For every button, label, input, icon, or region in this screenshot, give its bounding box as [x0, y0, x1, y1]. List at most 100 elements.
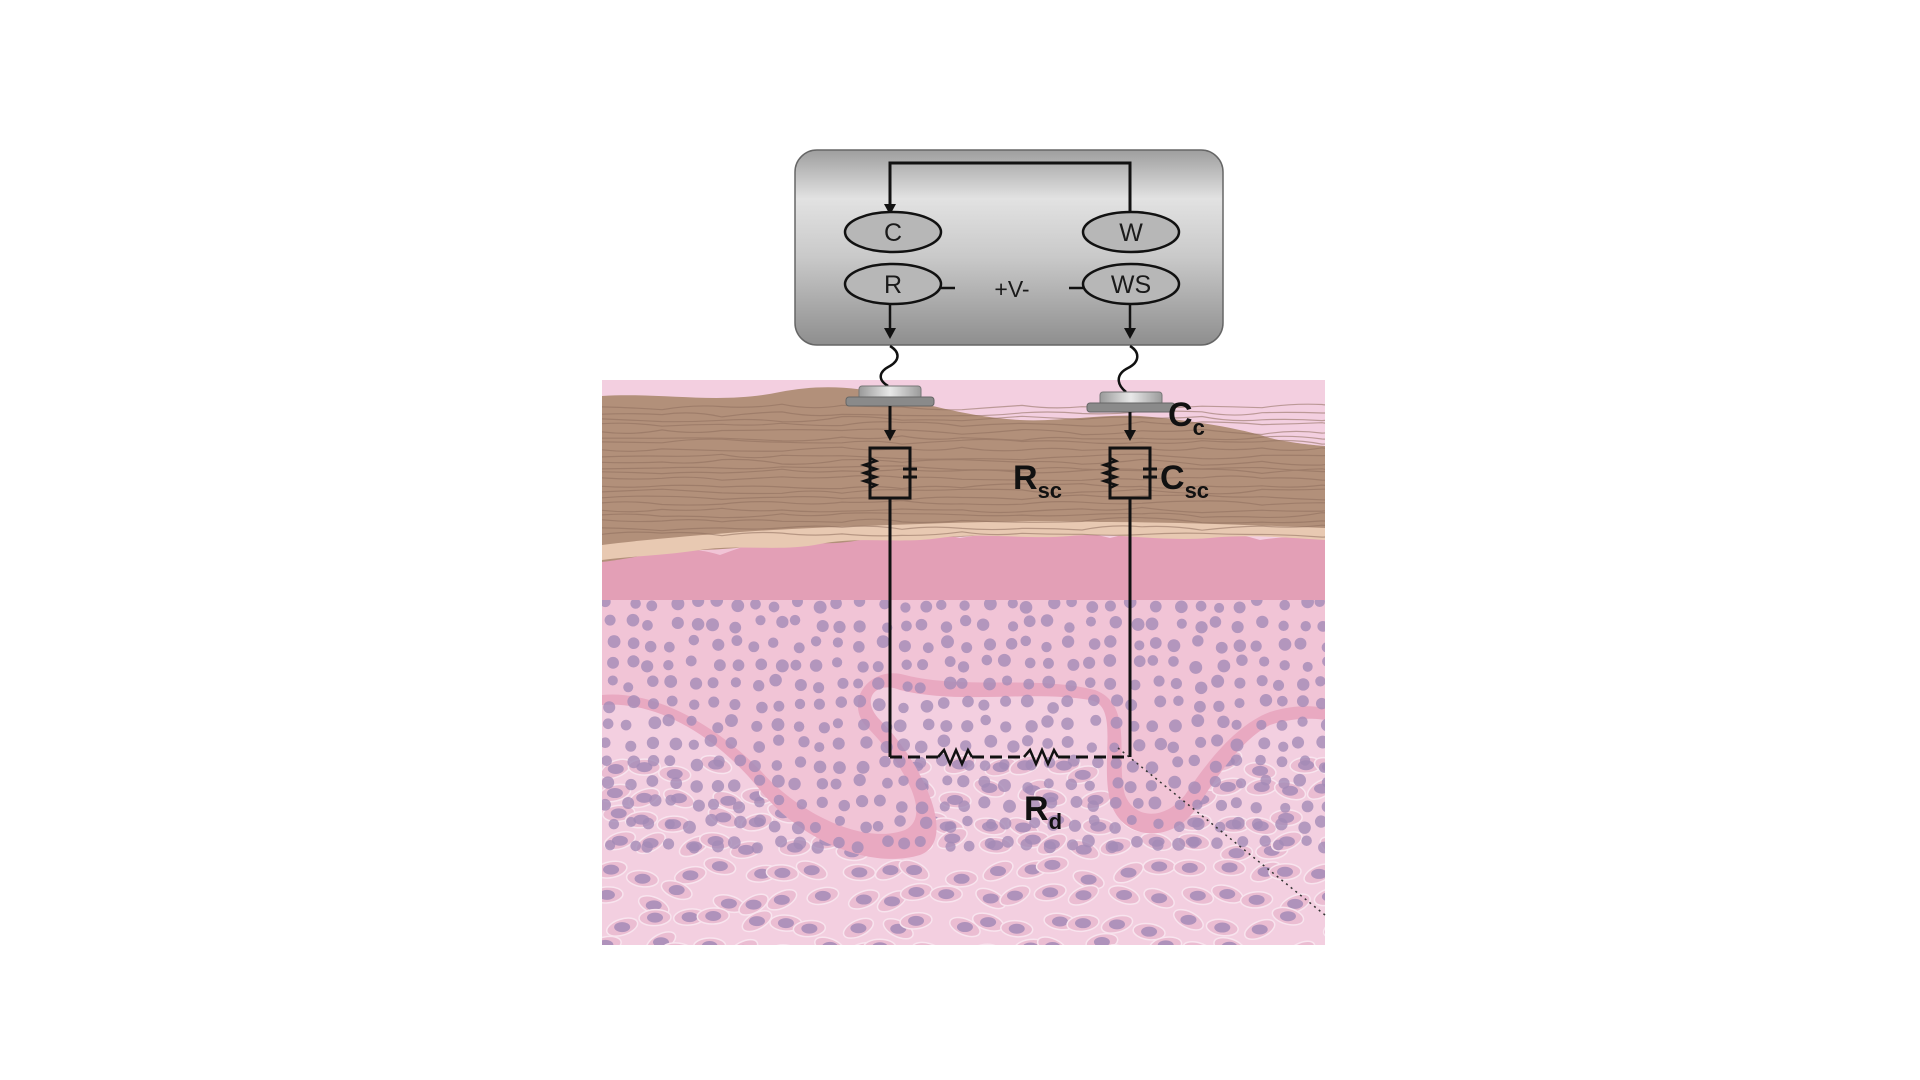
epidermis-nucleus: [641, 841, 653, 853]
stratum-corneum-fiber: [602, 403, 1325, 411]
dermis-cell: [1324, 812, 1325, 833]
epidermis-nucleus: [648, 716, 662, 730]
dermis-cell: [692, 937, 727, 945]
epidermis-nucleus: [1149, 637, 1162, 649]
dermis-nucleus: [1151, 861, 1168, 872]
dermis-nucleus: [1008, 923, 1025, 934]
dermis-nucleus: [920, 946, 936, 956]
dermis-nucleus: [738, 844, 755, 855]
epidermis-nucleus: [731, 599, 745, 613]
dermis-nucleus: [855, 894, 872, 905]
epidermis-nucleus: [835, 696, 848, 708]
epidermis-nucleus: [1233, 601, 1246, 614]
epidermis-nucleus: [920, 600, 933, 613]
epidermis-nucleus: [893, 719, 907, 733]
epidermis-nucleus: [1007, 598, 1018, 609]
epidermis-nucleus: [1302, 661, 1313, 672]
epidermis-nucleus: [1065, 778, 1078, 791]
epidermis-nucleus: [1256, 719, 1267, 730]
dermis-nucleus: [953, 873, 970, 884]
epidermis-nucleus: [810, 636, 822, 647]
dermis-nucleus: [883, 896, 900, 907]
epidermis-nucleus: [627, 755, 641, 769]
epidermis-nucleus: [833, 836, 845, 849]
epidermis-nucleus: [1173, 695, 1184, 707]
dermis-nucleus: [1056, 760, 1073, 771]
dermis-nucleus: [975, 948, 991, 958]
epidermis-nucleus: [1131, 618, 1145, 631]
dermis-nucleus: [774, 867, 791, 878]
epidermis-nucleus: [793, 721, 805, 732]
epidermis-nucleus: [727, 836, 741, 849]
epidermis-nucleus: [708, 798, 720, 810]
dermis-nucleus: [711, 861, 728, 872]
epidermis-nucleus: [818, 722, 830, 734]
epidermis-nucleus: [957, 775, 970, 788]
epidermis-nucleus: [1211, 734, 1224, 747]
epidermis-nucleus: [1070, 795, 1083, 808]
dermis-cell: [911, 941, 944, 945]
epidermis-nucleus: [727, 779, 741, 792]
epidermis-nucleus: [1019, 601, 1033, 614]
epidermis-nucleus: [1296, 695, 1309, 708]
epidermis-nucleus: [625, 778, 637, 791]
epidermis-nucleus: [816, 778, 829, 790]
epidermis-nucleus: [663, 641, 675, 653]
epidermis-nucleus: [900, 602, 911, 613]
left-lead-wire: [879, 344, 899, 388]
dermis-nucleus: [1075, 918, 1092, 929]
stratum-corneum-fiber: [602, 524, 1325, 532]
epidermis-nucleus: [1041, 641, 1052, 653]
epidermis-nucleus: [708, 696, 720, 708]
epidermis-nucleus: [685, 655, 697, 667]
epidermis-nucleus: [1092, 756, 1104, 769]
epidermis-nucleus: [664, 755, 676, 767]
left-resistor: [860, 453, 880, 493]
epidermis-nucleus: [1111, 694, 1124, 707]
epidermis-nucleus: [922, 642, 934, 654]
stratum-corneum-fiber: [602, 415, 1325, 423]
device-link-wire: [888, 161, 1132, 213]
epidermis-nucleus: [1020, 635, 1032, 647]
epidermis-nucleus: [1168, 719, 1182, 733]
dermis-nucleus: [938, 889, 955, 900]
dermis-nucleus: [1221, 862, 1238, 873]
dermis-nucleus: [1252, 765, 1269, 776]
dermis-nucleus: [1333, 818, 1349, 828]
epidermis-nucleus: [1154, 737, 1168, 751]
dermis-nucleus: [1251, 924, 1268, 935]
epidermis-nucleus: [898, 837, 911, 850]
epidermis-nucleus: [961, 720, 974, 733]
epidermis-nucleus: [1278, 777, 1290, 789]
epidermis-nucleus: [915, 801, 929, 815]
epidermis-nucleus: [1209, 760, 1222, 773]
reference-output-arrow: [884, 328, 896, 339]
dermis-nucleus: [652, 937, 669, 945]
epidermis-nucleus: [853, 694, 867, 708]
dermis-nucleus: [980, 917, 997, 928]
dermis-nucleus: [720, 795, 737, 806]
epidermis-nucleus: [725, 714, 738, 727]
epidermis-nucleus: [901, 620, 912, 632]
epidermis-nucleus: [1124, 781, 1137, 794]
dermis-nucleus: [1248, 894, 1265, 905]
dermis-nucleus: [1260, 950, 1276, 960]
epidermis-nucleus: [873, 794, 886, 807]
epidermis-nucleus: [1234, 698, 1245, 709]
stratum-corneum-fiber: [602, 499, 1325, 506]
epidermis-nucleus: [671, 597, 685, 611]
epidermis-nucleus: [1020, 694, 1034, 708]
epidermis-nucleus: [980, 714, 991, 726]
epidermis-nucleus: [1259, 835, 1271, 847]
epidermis-nucleus: [627, 637, 640, 650]
epidermis-nucleus: [604, 614, 616, 626]
epidermis-nucleus: [1188, 754, 1200, 767]
stratum-corneum-base: [602, 521, 1325, 560]
stratum-corneum-fiber: [602, 531, 1325, 538]
epidermis-nucleus: [1231, 816, 1245, 830]
epidermis-nucleus: [620, 719, 632, 731]
epidermis-nucleus: [707, 677, 719, 689]
epidermis-nucleus: [1109, 615, 1122, 629]
epidermis-nucleus: [1209, 616, 1222, 628]
